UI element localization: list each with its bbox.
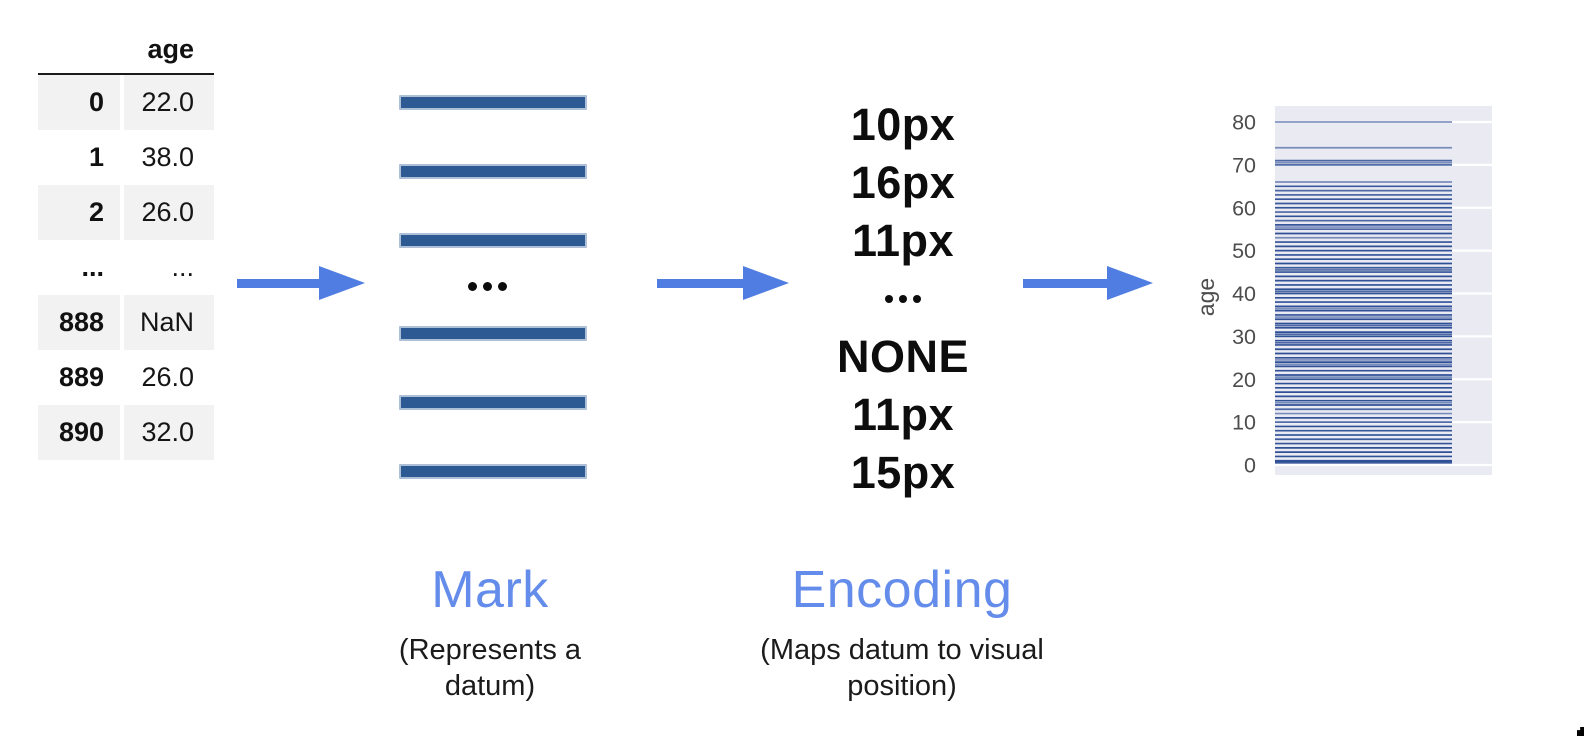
mark-caption: Mark (Represents a datum) [360, 560, 620, 705]
row-index-cell: ... [81, 252, 104, 282]
y-tick-label: 20 [1232, 368, 1256, 392]
encoding-caption: Encoding (Maps datum to visual position) [722, 560, 1082, 705]
table-row: 889 26.0 [38, 350, 214, 405]
y-tick-label: 0 [1244, 454, 1256, 478]
encoding-caption-title: Encoding [791, 561, 1013, 619]
row-index-cell: 2 [38, 185, 120, 240]
age-value-cell: 26.0 [141, 362, 194, 392]
mark-caption-subtitle: (Represents a datum) [398, 634, 582, 703]
arrow-shaft [1023, 278, 1113, 288]
table-row: ...... [38, 240, 214, 295]
row-index-cell: 889 [58, 362, 104, 392]
dot [468, 282, 477, 291]
dot [885, 295, 893, 303]
arrow-head [319, 266, 365, 300]
mark-bar [399, 95, 587, 110]
age-value-cell: NaN [124, 295, 214, 350]
y-axis-label: age [1193, 278, 1219, 316]
age-column-header: age [147, 34, 194, 64]
y-tick-label: 50 [1232, 239, 1256, 263]
encoding-value: 10px [850, 99, 956, 150]
mark-bar [399, 233, 587, 248]
age-value-cell: 22.0 [124, 75, 214, 130]
arrow-head [743, 266, 789, 300]
y-tick-label: 60 [1232, 196, 1256, 220]
table-header-row: age [38, 30, 214, 75]
y-tick-label: 40 [1232, 282, 1256, 306]
arrow-right-icon-3 [1023, 266, 1153, 300]
encoding-value [773, 270, 1033, 328]
strip-plot-svg: 0 10 20 30 40 50 60 70 80 age [1193, 106, 1492, 478]
y-tick-label: 30 [1232, 325, 1256, 349]
strip-plot: 0 10 20 30 40 50 60 70 80 age [1190, 100, 1500, 480]
row-index-cell: 1 [88, 142, 104, 172]
encoding-caption-subtitle: (Maps datum to visual position) [760, 634, 1044, 703]
mark-bar [399, 326, 587, 341]
ellipsis-dots [468, 282, 507, 291]
dot [498, 282, 507, 291]
arrow-shaft [237, 278, 325, 288]
encoding-value: 16px [850, 157, 956, 208]
y-tick-label: 10 [1232, 411, 1256, 435]
y-tick-label: 80 [1232, 111, 1256, 135]
dot [913, 295, 921, 303]
mark-bar [399, 395, 587, 410]
arrow-head [1107, 266, 1153, 300]
ellipsis-dots [885, 295, 921, 303]
mark-caption-title: Mark [431, 561, 549, 619]
age-value-cell: 38.0 [141, 142, 194, 172]
encoding-value: 15px [850, 447, 956, 498]
index-header-cell [38, 30, 120, 69]
arrow-right-icon-1 [237, 266, 365, 300]
row-index-cell: 890 [38, 405, 120, 460]
mark-bar [399, 464, 587, 479]
encoding-value: NONE [836, 331, 969, 382]
row-index-cell: 0 [38, 75, 120, 130]
encoding-value: 11px [851, 389, 955, 440]
dot [899, 295, 907, 303]
arrow-right-icon-2 [657, 266, 789, 300]
encoding-value: 11px [851, 215, 955, 266]
age-value-cell: 26.0 [124, 185, 214, 240]
age-value-cell: 32.0 [124, 405, 214, 460]
y-tick-label: 70 [1232, 153, 1256, 177]
row-index-cell: 888 [38, 295, 120, 350]
cropped-corner-glyph [1577, 727, 1584, 736]
dot [483, 282, 492, 291]
mark-bar [399, 164, 587, 179]
arrow-shaft [657, 278, 749, 288]
age-value-cell: ... [171, 252, 194, 282]
